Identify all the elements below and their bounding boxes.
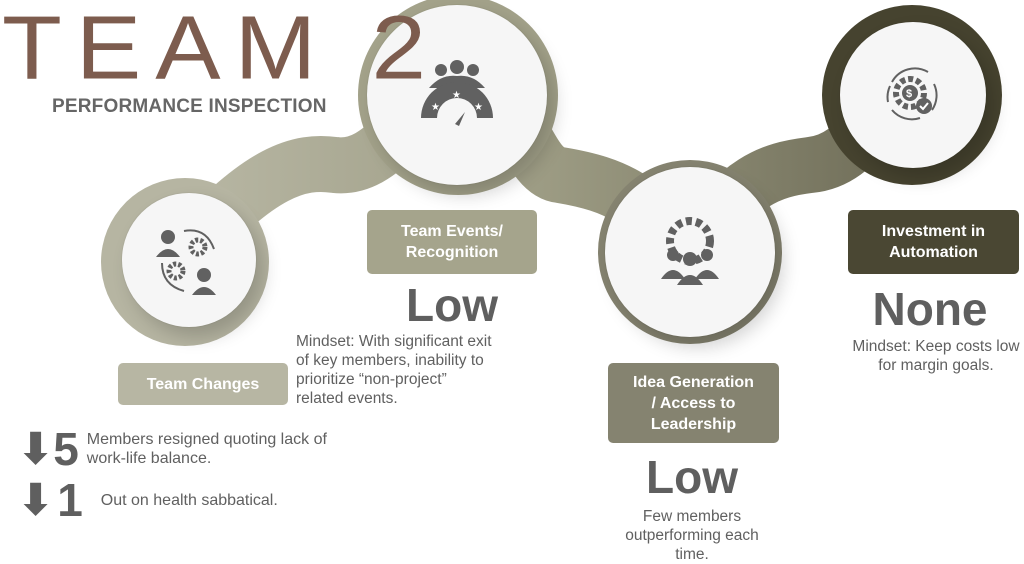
- stat-text: Members resigned quoting lack of work-li…: [86, 431, 327, 467]
- stat-text: Out on health sabbatical.: [100, 491, 278, 509]
- stat-resigned: ⬇ 5 Members resigned quoting lack of wor…: [18, 426, 337, 472]
- stage-3-label: Idea Generation / Access to Leadership: [608, 363, 779, 443]
- stage-3-description: Few members outperforming each time.: [625, 508, 759, 563]
- cost-automation-icon: $: [886, 67, 938, 121]
- stage-1-circle: [122, 193, 256, 327]
- stage-3-rating: Low: [646, 451, 738, 503]
- svg-text:$: $: [906, 88, 912, 100]
- arrow-down-icon: ⬇: [18, 425, 54, 472]
- stage-4-rating: None: [872, 283, 988, 335]
- stage-2-description: Mindset: With significant exit of key me…: [296, 333, 492, 407]
- stat-value: 1: [57, 474, 83, 526]
- svg-text:★: ★: [474, 102, 483, 113]
- page-title: TEAM 2: [2, 0, 440, 98]
- stage-3-circle: [605, 167, 775, 337]
- stage-4-description: Mindset: Keep costs low for margin goals…: [852, 338, 1020, 374]
- page-subtitle: PERFORMANCE INSPECTION: [52, 96, 327, 117]
- stage-2-label: Team Events/ Recognition: [367, 210, 537, 274]
- arrow-down-icon: ⬇: [18, 476, 54, 523]
- stage-4-circle: $: [840, 22, 986, 168]
- svg-text:★: ★: [431, 102, 440, 113]
- svg-text:★: ★: [452, 90, 461, 101]
- team-gear-icon: [661, 217, 719, 285]
- stage-2-rating: Low: [406, 279, 498, 331]
- stage-2-circle: ★ ★ ★: [367, 5, 547, 185]
- stage-4-label: Investment in Automation: [848, 210, 1019, 274]
- stage-1-label: Team Changes: [118, 363, 288, 405]
- stat-sabbatical: ⬇ 1 Out on health sabbatical.: [18, 477, 278, 523]
- team-rating-gauge-icon: ★ ★ ★: [421, 60, 493, 126]
- stat-value: 5: [53, 423, 79, 475]
- team-change-cycle-icon: [156, 229, 216, 295]
